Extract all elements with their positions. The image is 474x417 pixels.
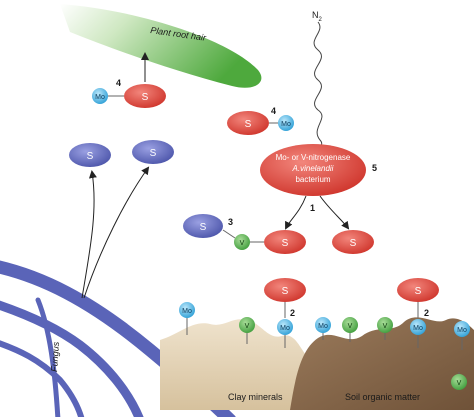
siderophore-free: S bbox=[332, 230, 374, 254]
blue-siderophore-left: S bbox=[69, 143, 111, 167]
mo-ion-upper: Mo bbox=[269, 115, 294, 131]
svg-text:Mo: Mo bbox=[182, 308, 192, 315]
som-label: Soil organic matter bbox=[345, 392, 420, 402]
svg-text:S: S bbox=[245, 119, 252, 130]
siderophore-clay: S bbox=[264, 278, 306, 302]
svg-text:Mo- or V-nitrogenase: Mo- or V-nitrogenase bbox=[276, 153, 351, 162]
svg-text:S: S bbox=[200, 222, 207, 233]
v-ion-soil-2: V bbox=[342, 317, 358, 342]
mo-ion-root: Mo bbox=[92, 88, 124, 104]
svg-text:Mo: Mo bbox=[281, 121, 291, 128]
n2-label: N2 bbox=[312, 10, 323, 23]
fungus-arrow-right bbox=[83, 166, 150, 299]
svg-text:S: S bbox=[87, 151, 94, 162]
fungus-arrow-left bbox=[81, 170, 97, 299]
bacterium-arrow-right bbox=[319, 195, 350, 230]
bacterium-nitrogenase: Mo- or V-nitrogenase A.vinelandii bacter… bbox=[260, 144, 366, 196]
mo-ion-soil-1: Mo bbox=[179, 302, 195, 335]
v-ion-soil-1: V bbox=[239, 317, 255, 344]
n2-squiggle bbox=[313, 21, 323, 159]
svg-text:V: V bbox=[348, 323, 353, 330]
svg-text:V: V bbox=[383, 323, 388, 330]
blue-siderophore-right: S bbox=[132, 140, 174, 164]
svg-text:Mo: Mo bbox=[457, 327, 467, 334]
blue-siderophore-v-complex: S bbox=[183, 214, 223, 238]
svg-text:S: S bbox=[282, 238, 289, 249]
mo-ion-soil-4: Mo bbox=[410, 302, 426, 348]
svg-text:A.vinelandii: A.vinelandii bbox=[292, 164, 334, 173]
v-ion-soil-4: V bbox=[451, 372, 467, 390]
svg-text:V: V bbox=[457, 380, 462, 387]
bacterium-arrow-left bbox=[285, 195, 307, 230]
svg-text:V: V bbox=[245, 323, 250, 330]
svg-text:V: V bbox=[240, 240, 245, 247]
svg-text:Mo: Mo bbox=[413, 325, 423, 332]
plant-root-hair bbox=[60, 4, 262, 88]
mo-ion-soil-2: Mo bbox=[277, 302, 293, 348]
fungus-label: Fungus bbox=[49, 341, 61, 372]
step-4-root: 4 bbox=[116, 78, 121, 88]
siderophore-upper-right: S bbox=[227, 111, 269, 135]
siderophore-v-bound: S bbox=[264, 230, 306, 254]
step-2-clay: 2 bbox=[290, 308, 295, 318]
svg-text:S: S bbox=[415, 286, 422, 297]
svg-text:S: S bbox=[150, 148, 157, 159]
step-4-upper: 4 bbox=[271, 106, 276, 116]
svg-text:Mo: Mo bbox=[280, 325, 290, 332]
mo-ion-soil-3: Mo bbox=[315, 317, 331, 340]
svg-text:bacterium: bacterium bbox=[295, 175, 330, 184]
step-1: 1 bbox=[310, 203, 315, 213]
siderophore-som: S bbox=[397, 278, 439, 302]
v-ion-complex: V bbox=[222, 229, 264, 250]
svg-text:S: S bbox=[282, 286, 289, 297]
svg-text:Mo: Mo bbox=[95, 94, 105, 101]
siderophore-root: S bbox=[124, 84, 166, 108]
clay-label: Clay minerals bbox=[228, 392, 283, 402]
step-2-som: 2 bbox=[424, 308, 429, 318]
mo-ion-soil-5: Mo bbox=[454, 321, 470, 350]
svg-text:Mo: Mo bbox=[318, 323, 328, 330]
v-ion-soil-3: V bbox=[377, 317, 393, 340]
clay-minerals bbox=[160, 319, 310, 410]
svg-text:S: S bbox=[350, 238, 357, 249]
svg-text:S: S bbox=[142, 92, 149, 103]
step-3: 3 bbox=[228, 217, 233, 227]
soil-organic-matter bbox=[290, 317, 474, 410]
step-5: 5 bbox=[372, 163, 377, 173]
